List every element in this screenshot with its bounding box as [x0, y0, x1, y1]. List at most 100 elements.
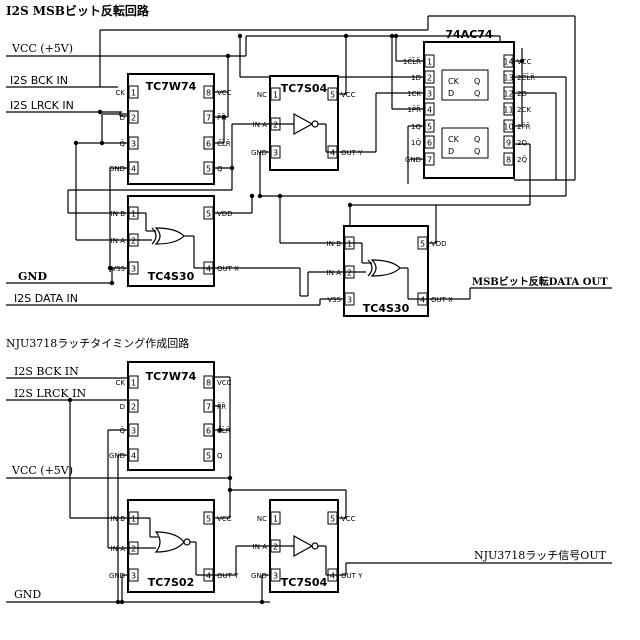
pin-label: Q̄ — [119, 139, 125, 148]
pin-label: GND — [109, 452, 125, 460]
net-bck-bottom: I2S BCK IN — [14, 365, 79, 378]
pin-number: 2 — [273, 543, 278, 552]
pin-label: 1P̄R̄ — [407, 105, 421, 114]
pin-number: 14 — [503, 58, 513, 67]
pin-number: 1 — [131, 515, 136, 524]
net-data-out: MSBビット反転DATA OUT — [472, 275, 608, 288]
pin-number: 4 — [131, 165, 136, 174]
ff1-qbar-label: Q — [474, 89, 480, 98]
pin-number: 7 — [427, 156, 432, 165]
pin-label: IN A — [327, 269, 342, 277]
xor-gate-a — [128, 212, 214, 269]
pin-label: GND — [251, 572, 267, 580]
pin-number: 1 — [273, 515, 278, 524]
pin-label: 2P̄R̄ — [517, 122, 531, 131]
net-gnd-bottom: GND — [14, 588, 41, 601]
pin-number: 2 — [131, 545, 136, 554]
pin-number: 2 — [427, 74, 432, 83]
pin-label: VCC — [217, 89, 232, 97]
pin-label: GND — [405, 156, 421, 164]
pin-label: VCC — [517, 58, 532, 66]
pin-number: 2 — [131, 403, 136, 412]
ff2-d-label: D — [448, 147, 454, 156]
pin-label: VDD — [431, 240, 447, 248]
pin-number: 5 — [206, 165, 211, 174]
chip-name: TC7S02 — [148, 576, 194, 589]
pin-number: 4 — [427, 106, 432, 115]
inverter-gate-bottom — [270, 534, 338, 576]
pin-number: 6 — [206, 140, 211, 149]
pin-label: P̄R̄ — [217, 113, 226, 122]
pin-label: 2C̄L̄R̄ — [517, 73, 535, 82]
pin-label: NC — [257, 91, 267, 99]
net-lrck-top: I2S LRCK IN — [10, 99, 74, 112]
pin-label: 1Q̄ — [411, 138, 421, 147]
pin-label: CK — [116, 379, 126, 387]
pin-number: 2 — [131, 237, 136, 246]
ff2-qbar-label: Q — [474, 147, 480, 156]
pin-label: IN A — [253, 121, 268, 129]
pin-label: OUT Y — [341, 149, 363, 157]
pin-label: Q — [217, 165, 223, 173]
inverter-gate-top — [270, 112, 338, 153]
pin-label: Q — [217, 452, 223, 460]
pin-number: 3 — [427, 90, 432, 99]
pin-label: IN A — [111, 545, 126, 553]
ff1-ck-label: CK — [448, 77, 460, 86]
pin-number: 7 — [206, 114, 211, 123]
pin-number: 9 — [506, 139, 511, 148]
pin-label: VCC — [341, 91, 356, 99]
pin-label: IN B — [111, 515, 126, 523]
pin-number: 8 — [206, 89, 211, 98]
pin-label: VCC — [217, 379, 232, 387]
pin-label: C̄L̄R̄ — [217, 139, 231, 148]
chip-name: TC4S30 — [363, 302, 410, 315]
pin-label: 2D — [517, 90, 527, 98]
ff1-d-label: D — [448, 89, 454, 98]
top-junctions — [73, 33, 525, 286]
chip-name: 74AC74 — [445, 28, 493, 41]
chip-name: TC7S04 — [281, 576, 328, 589]
pin-number: 4 — [206, 572, 211, 581]
pin-label: 1CK — [407, 90, 421, 98]
pin-label: VDD — [217, 210, 233, 218]
pin-label: OUT X — [431, 296, 453, 304]
pin-number: 1 — [347, 240, 352, 249]
pin-number: 4 — [330, 572, 335, 581]
chip-name: TC7W74 — [146, 80, 197, 93]
pin-number: 3 — [273, 572, 278, 581]
nor-gate-bottom — [128, 517, 214, 576]
pin-number: 12 — [503, 90, 513, 99]
pin-label: VSS — [327, 296, 341, 304]
pin-number: 3 — [273, 149, 278, 158]
pin-label: 2Q̄ — [517, 155, 527, 164]
pin-number: 5 — [330, 515, 335, 524]
chip-name: TC7S04 — [281, 82, 328, 95]
pin-number: 7 — [206, 403, 211, 412]
chip-name: TC4S30 — [148, 270, 195, 283]
pin-number: 4 — [420, 296, 425, 305]
pin-number: 3 — [347, 296, 352, 305]
net-vcc-top: VCC (+5V) — [11, 42, 73, 55]
pin-label: 1Q — [411, 123, 421, 131]
pin-number: 4 — [131, 452, 136, 461]
pin-number: 1 — [131, 89, 136, 98]
pin-number: 5 — [206, 452, 211, 461]
ff1-q-label: Q — [474, 77, 480, 86]
pin-label: IN A — [111, 237, 126, 245]
chip-ac74: 74AC7411C̄L̄R̄21D31CK41P̄R̄51Q61Q̄7GND14… — [403, 28, 535, 179]
pin-number: 1 — [273, 91, 278, 100]
net-lrck-bottom: I2S LRCK IN — [14, 387, 86, 400]
pin-number: 6 — [206, 427, 211, 436]
ff2-q-label: Q — [474, 135, 480, 144]
pin-label: OUT Y — [217, 572, 239, 580]
pin-number: 3 — [131, 140, 136, 149]
pin-label: VSS — [111, 265, 125, 273]
pin-label: C̄L̄R̄ — [217, 426, 231, 435]
